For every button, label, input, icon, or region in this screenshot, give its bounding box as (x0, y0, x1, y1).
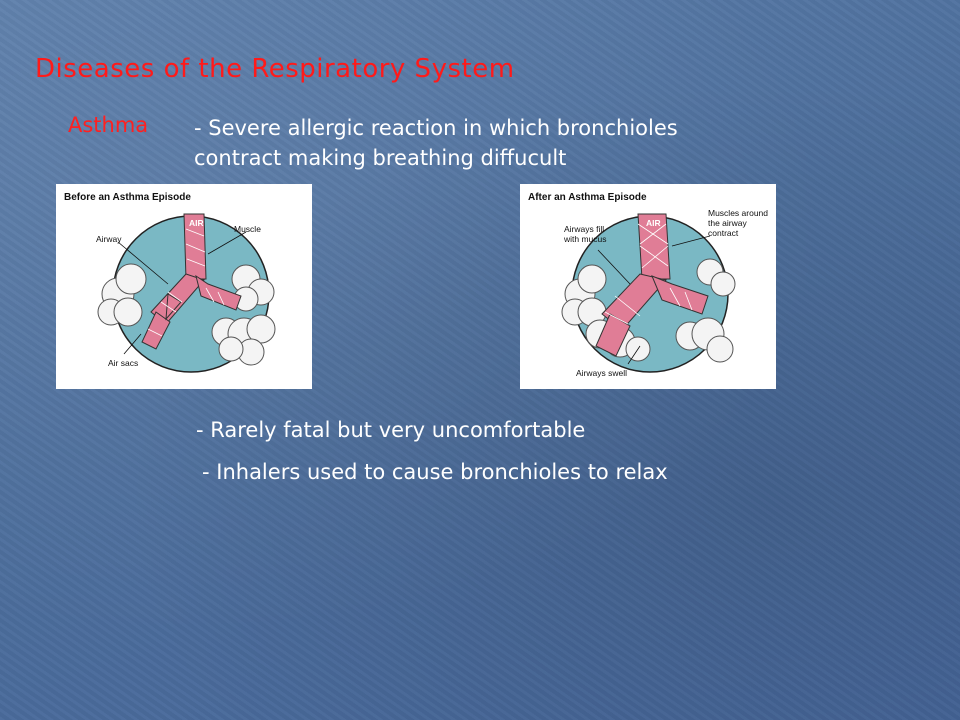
label-muscle: Muscle (234, 224, 261, 234)
before-airway-illustration (97, 213, 276, 373)
term-asthma: Asthma (68, 113, 149, 137)
label-muscles-contract: Muscles around the airway contract (708, 208, 768, 238)
label-airways-fill-line-2: with mucus (564, 234, 607, 244)
bullet-rarely-fatal: - Rarely fatal but very uncomfortable (196, 418, 586, 442)
definition: - Severe allergic reaction in which bron… (194, 113, 834, 173)
definition-line-2: contract making breathing diffucult (194, 146, 567, 170)
label-muscles-line-2: the airway (708, 218, 747, 228)
label-airway: Airway (96, 234, 122, 244)
label-air-sacs: Air sacs (108, 358, 139, 368)
after-airway-illustration (561, 213, 736, 373)
label-airways-fill-line-1: Airways fill (564, 224, 605, 234)
label-air-after: AIR (646, 218, 661, 228)
label-airways-swell: Airways swell (576, 368, 628, 378)
label-muscles-line-1: Muscles around (708, 208, 769, 218)
bullet-inhalers: - Inhalers used to cause bronchioles to … (202, 460, 668, 484)
label-muscles-line-3: contract (708, 228, 739, 238)
after-asthma-figure: After an Asthma Episode Airways fill wit… (520, 184, 776, 389)
definition-line-1: - Severe allergic reaction in which bron… (194, 116, 678, 140)
before-asthma-figure: Before an Asthma Episode Airway Muscle A… (56, 184, 312, 389)
label-airways-fill: Airways fill with mucus (564, 224, 607, 244)
label-air-before: AIR (189, 218, 204, 228)
after-caption: After an Asthma Episode (528, 192, 647, 203)
before-caption: Before an Asthma Episode (64, 192, 191, 203)
slide-title: Diseases of the Respiratory System (35, 54, 515, 84)
